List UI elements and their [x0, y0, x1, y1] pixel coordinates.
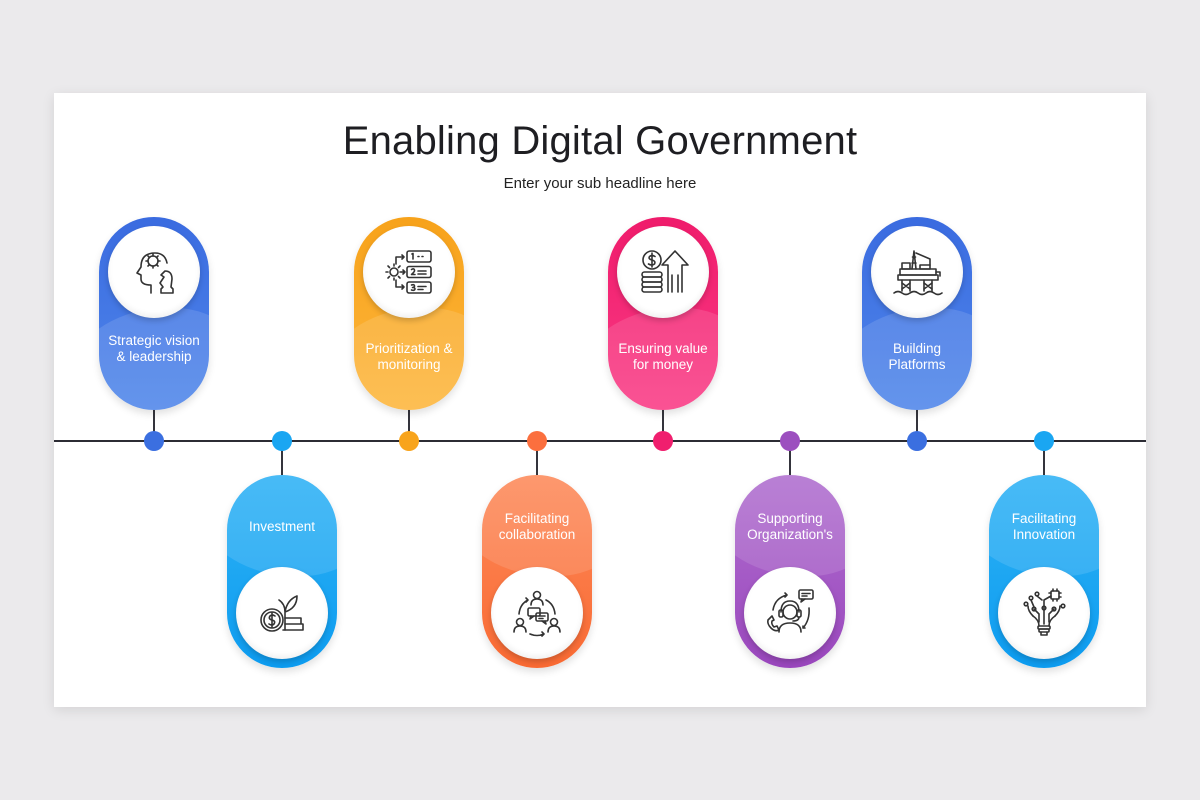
card-label: Supporting Organization's — [747, 511, 833, 542]
timeline-node-5 — [653, 431, 673, 451]
team-chat-cycle-icon — [513, 590, 561, 637]
card-label: Building Platforms — [888, 341, 946, 372]
icon-badge — [617, 226, 709, 318]
connector — [281, 441, 283, 475]
head-gear-chess-icon — [136, 252, 174, 294]
page-title: Enabling Digital Government — [342, 119, 858, 163]
plant-coin-icon — [260, 595, 304, 632]
timeline-node-3 — [399, 431, 419, 451]
card-prioritization: Prioritization & monitoring — [354, 217, 464, 410]
icon-badge — [998, 567, 1090, 659]
connector — [662, 407, 664, 441]
timeline-node-1 — [144, 431, 164, 451]
timeline-node-7 — [907, 431, 927, 451]
oil-platform-icon — [893, 250, 943, 296]
timeline-node-6 — [780, 431, 800, 451]
timeline-node-4 — [527, 431, 547, 451]
icon-badge — [108, 226, 200, 318]
gear-numbered-list-icon — [385, 250, 432, 294]
card-label: Facilitating Innovation — [1011, 511, 1077, 542]
page-subtitle: Enter your sub headline here — [503, 175, 697, 192]
timeline-line — [54, 440, 1146, 442]
timeline-node-8 — [1034, 431, 1054, 451]
connector — [916, 407, 918, 441]
card-facilitating-innovation: Facilitating Innovation — [989, 475, 1099, 668]
connector — [1043, 441, 1045, 475]
card-supporting-organizations: Supporting Organization's — [735, 475, 845, 668]
connector — [536, 441, 538, 475]
card-label: Investment — [248, 519, 316, 534]
support-headset-icon — [767, 589, 814, 633]
card-building-platforms: Building Platforms — [862, 217, 972, 410]
card-ensuring-value: Ensuring value for money — [608, 217, 718, 410]
connector — [789, 441, 791, 475]
connector — [408, 407, 410, 441]
card-investment: Investment — [227, 475, 337, 668]
card-label: Prioritization & monitoring — [365, 341, 453, 372]
card-strategic-vision: Strategic vision & leadership — [99, 217, 209, 410]
card-facilitating-collaboration: Facilitating collaboration — [482, 475, 592, 668]
icon-badge — [871, 226, 963, 318]
icon-badge — [491, 567, 583, 659]
icon-badge — [236, 567, 328, 659]
coins-arrow-up-icon — [641, 250, 689, 293]
card-label: Facilitating collaboration — [498, 511, 576, 542]
connector — [153, 407, 155, 441]
icon-badge — [744, 567, 836, 659]
card-label: Ensuring value for money — [618, 341, 708, 372]
lightbulb-circuit-icon — [1023, 588, 1066, 636]
card-label: Strategic vision & leadership — [108, 333, 200, 364]
timeline-node-2 — [272, 431, 292, 451]
icon-badge — [363, 226, 455, 318]
slide: Enabling Digital Government Enter your s… — [54, 93, 1146, 707]
